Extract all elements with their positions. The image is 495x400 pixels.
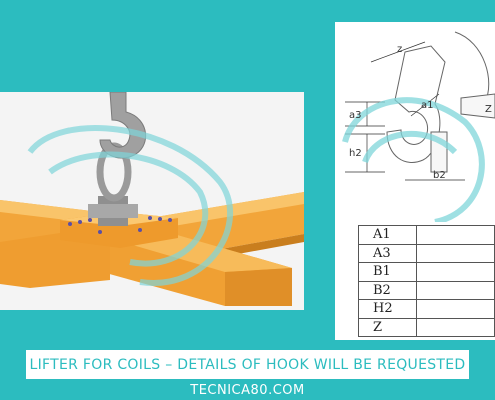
dim-h2: h2 [349,148,362,159]
left-arm [0,230,110,288]
dim-b2: b2 [433,170,446,181]
table-cell-value [416,299,495,319]
crane-hook [99,92,147,159]
bolt-row [68,216,172,234]
dim-a1: a1 [421,100,434,111]
table-row: B2 [358,280,495,300]
table-cell-label: B2 [358,280,417,300]
table-row: Z [358,317,495,337]
table-row: A3 [358,243,495,263]
table-row: B1 [358,262,495,282]
table-cell-value [416,280,495,300]
table-cell-label: A3 [358,243,417,263]
table-cell-value [416,262,495,282]
table-cell-value [416,225,495,245]
table-row: H2 [358,299,495,319]
lifter-render [0,92,304,306]
dim-a3: a3 [349,110,362,121]
table-cell-value [416,317,495,337]
site-link[interactable]: TECNICA80.COM [0,380,495,400]
table-cell-value [416,243,495,263]
cross-beam-end [225,268,292,306]
hook-shackle [88,204,138,218]
dim-z-right: Z [485,104,492,115]
table-cell-label: H2 [358,299,417,319]
dim-z: z [397,44,402,55]
table-cell-label: A1 [358,225,417,245]
caption-banner: LIFTER FOR COILS – DETAILS OF HOOK WILL … [26,350,469,379]
table-row: A1 [358,225,495,245]
table-cell-label: B1 [358,262,417,282]
swirl-logo-watermark [27,125,233,286]
lifter-render-panel [0,92,304,310]
diagram-swirl-watermark [342,97,485,222]
site-link-text: TECNICA80.COM [190,382,305,398]
hook-diagram: z a3 a1 h2 b2 Z [342,31,495,222]
caption-text: LIFTER FOR COILS – DETAILS OF HOOK WILL … [29,356,466,373]
table-cell-label: Z [358,317,417,337]
